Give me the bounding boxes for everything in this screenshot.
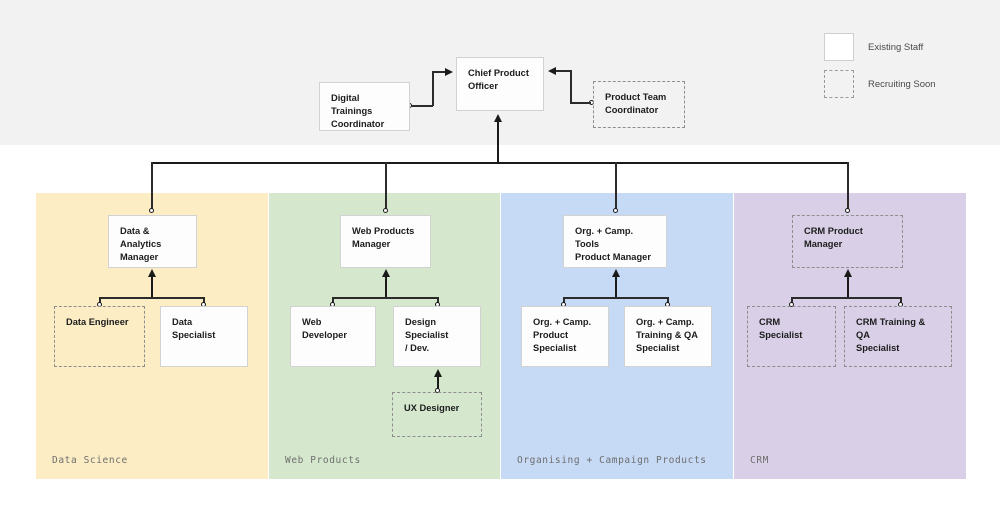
node-crm-training-qa-specialist[interactable]: CRM Training & QA Specialist	[844, 306, 952, 367]
node-crm-product-manager[interactable]: CRM Product Manager	[792, 215, 903, 268]
connector-line	[437, 377, 440, 391]
connector-line	[411, 105, 433, 107]
connector-arrow-spine-to-chief	[493, 114, 502, 122]
connector-spine-vertical	[497, 122, 500, 164]
connector-line	[791, 297, 793, 305]
node-label: Data & Analytics Manager	[120, 226, 162, 262]
connector-drop-web-products	[385, 162, 387, 210]
dept-column-crm: CRM	[734, 193, 966, 479]
node-label: CRM Training & QA Specialist	[856, 317, 926, 353]
connector-arrow-to-chief	[548, 66, 556, 75]
connector-line	[99, 297, 101, 305]
connector-drop-org-campaign	[615, 162, 617, 210]
node-label: Web Developer	[302, 317, 347, 340]
connector-line	[563, 297, 565, 305]
dept-label-organising-campaign-products: Organising + Campaign Products	[517, 455, 707, 466]
connector-dot-manager-data-science	[149, 208, 154, 213]
legend-swatch-solid-icon	[824, 33, 854, 61]
node-org-camp-training-qa-specialist[interactable]: Org. + Camp. Training & QA Specialist	[624, 306, 712, 367]
connector-dot-manager-web-products	[383, 208, 388, 213]
node-org-camp-tools-product-manager[interactable]: Org. + Camp. Tools Product Manager	[563, 215, 667, 268]
node-label: Web Products Manager	[352, 226, 415, 249]
connector-line	[900, 297, 902, 305]
node-label: CRM Specialist	[759, 317, 803, 340]
node-data-specialist[interactable]: Data Specialist	[160, 306, 248, 367]
dept-label-data-science: Data Science	[52, 455, 128, 466]
node-label: Org. + Camp. Product Specialist	[533, 317, 592, 353]
connector-dot-manager-crm	[845, 208, 850, 213]
legend-label-recruiting-soon: Recruiting Soon	[868, 78, 936, 90]
connector-line	[847, 277, 850, 299]
legend-label-existing-staff: Existing Staff	[868, 41, 924, 53]
legend-item-recruiting-soon: Recruiting Soon	[824, 70, 936, 98]
connector-line	[432, 71, 434, 106]
node-ux-designer[interactable]: UX Designer	[392, 392, 482, 437]
connector-line	[151, 277, 154, 299]
dept-label-web-products: Web Products	[285, 455, 361, 466]
connector-line	[332, 297, 438, 299]
connector-line	[563, 297, 668, 299]
node-label: Product Team Coordinator	[605, 92, 667, 115]
node-label: Chief Product Officer	[468, 68, 529, 91]
node-label: Org. + Camp. Tools Product Manager	[575, 226, 651, 262]
legend-item-existing-staff: Existing Staff	[824, 33, 923, 61]
node-chief-product-officer[interactable]: Chief Product Officer	[456, 57, 544, 111]
node-label: Data Specialist	[172, 317, 216, 340]
node-design-specialist-dev[interactable]: Design Specialist / Dev.	[393, 306, 481, 367]
connector-dot-manager-org-campaign	[613, 208, 618, 213]
connector-arrow-to-manager-web-products	[381, 269, 390, 277]
node-label: Data Engineer	[66, 317, 129, 327]
connector-line	[556, 70, 571, 72]
node-digital-trainings-coordinator[interactable]: Digital Trainings Coordinator	[319, 82, 410, 131]
connector-arrow-to-chief	[445, 67, 453, 76]
connector-bus-horizontal	[151, 162, 848, 165]
node-org-camp-product-specialist[interactable]: Org. + Camp. Product Specialist	[521, 306, 609, 367]
connector-line	[791, 297, 901, 299]
dept-label-crm: CRM	[750, 455, 769, 466]
connector-arrow-to-design-specialist	[433, 369, 442, 377]
node-label: Org. + Camp. Training & QA Specialist	[636, 317, 698, 353]
node-product-team-coordinator[interactable]: Product Team Coordinator	[593, 81, 685, 128]
connector-line	[570, 102, 591, 104]
connector-line	[570, 70, 572, 103]
node-label: Digital Trainings Coordinator	[331, 93, 385, 129]
connector-arrow-to-manager-org-campaign	[611, 269, 620, 277]
connector-line	[203, 297, 205, 305]
connector-line	[615, 277, 618, 299]
connector-drop-crm	[847, 162, 849, 210]
node-label: UX Designer	[404, 403, 460, 413]
connector-line	[332, 297, 334, 305]
connector-line	[667, 297, 669, 305]
connector-line	[385, 277, 388, 299]
node-web-developer[interactable]: Web Developer	[290, 306, 376, 367]
legend-swatch-dashed-icon	[824, 70, 854, 98]
connector-arrow-to-manager-data-science	[147, 269, 156, 277]
connector-line	[432, 71, 446, 73]
node-label: CRM Product Manager	[804, 226, 863, 249]
node-web-products-manager[interactable]: Web Products Manager	[340, 215, 431, 268]
node-data-engineer[interactable]: Data Engineer	[54, 306, 145, 367]
connector-line	[99, 297, 204, 299]
connector-line	[437, 297, 439, 305]
node-crm-specialist[interactable]: CRM Specialist	[747, 306, 836, 367]
node-label: Design Specialist / Dev.	[405, 317, 449, 353]
node-data-analytics-manager[interactable]: Data & Analytics Manager	[108, 215, 197, 268]
connector-arrow-to-manager-crm	[843, 269, 852, 277]
connector-drop-data-science	[151, 162, 153, 210]
